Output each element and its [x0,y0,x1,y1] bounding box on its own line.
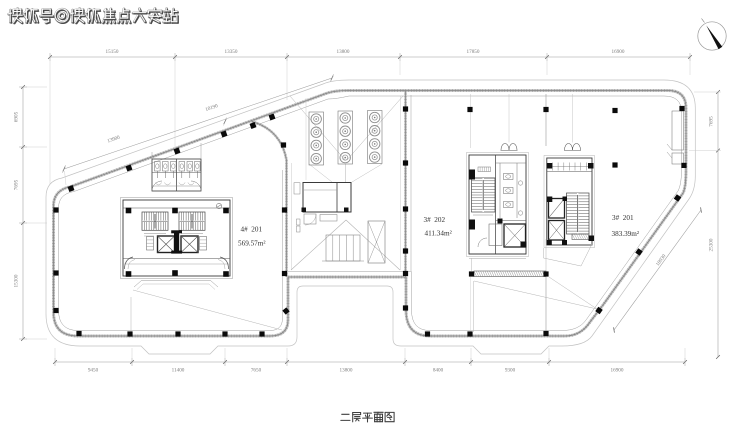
svg-text:15300: 15300 [14,274,20,287]
svg-text:7650: 7650 [251,368,262,374]
svg-text:13800: 13800 [337,49,350,55]
svg-text:13350: 13350 [225,49,238,55]
svg-text:383.39m²: 383.39m² [612,230,640,238]
svg-text:16900: 16900 [611,368,624,374]
svg-text:9450: 9450 [88,368,99,374]
svg-text:7695: 7695 [14,179,20,190]
svg-text:15150: 15150 [106,49,119,55]
svg-text:7695: 7695 [709,116,715,127]
svg-text:17850: 17850 [467,49,480,55]
svg-text:8400: 8400 [433,368,444,374]
svg-text:6905: 6905 [14,111,20,122]
svg-text:9300: 9300 [505,368,516,374]
svg-text:13800: 13800 [340,368,353,374]
svg-text:25300: 25300 [709,238,715,251]
svg-text:569.57m²: 569.57m² [238,239,266,247]
svg-text:3# 202: 3# 202 [424,216,446,224]
svg-text:3# 201: 3# 201 [612,214,634,222]
svg-text:4# 201: 4# 201 [241,226,263,234]
svg-text:11400: 11400 [172,368,185,374]
svg-text:16900: 16900 [612,49,625,55]
svg-text:411.34m²: 411.34m² [425,229,452,237]
